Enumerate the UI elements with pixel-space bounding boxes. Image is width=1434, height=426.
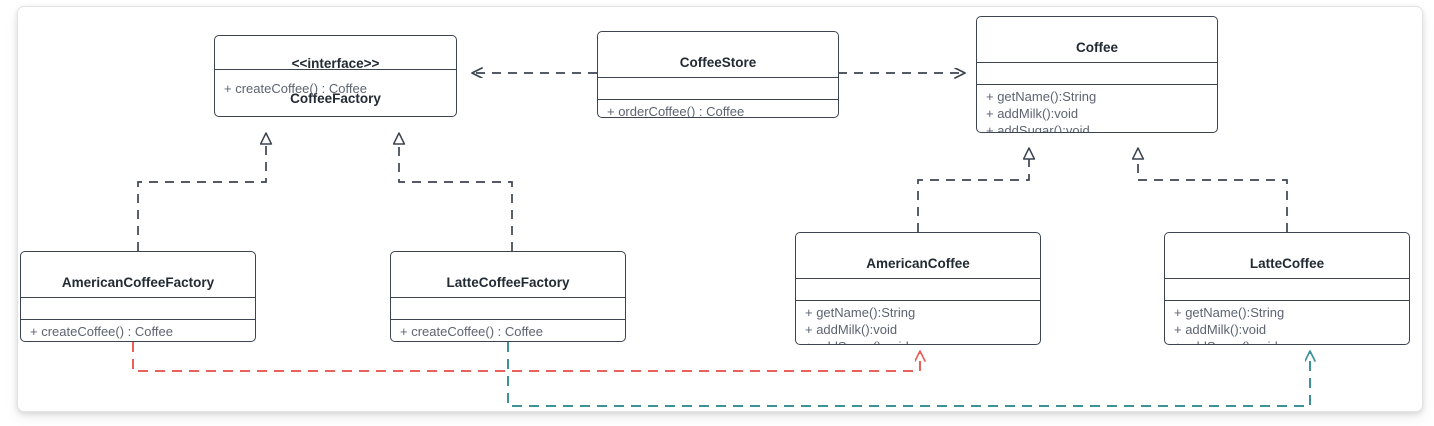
operation-add-sugar: + addSugar():void: [986, 123, 1090, 133]
class-title-latte-coffee: LatteCoffee: [1165, 233, 1409, 279]
class-box-coffee-store[interactable]: CoffeeStore + orderCoffee() : Coffee: [597, 31, 839, 118]
class-name-latte-coffee-factory: LatteCoffeeFactory: [446, 275, 570, 291]
class-box-latte-coffee[interactable]: LatteCoffee + getName():String + addMilk…: [1164, 232, 1410, 345]
operation-add-milk: + addMilk():void: [986, 105, 1079, 121]
operation-get-name-american: + getName():String: [805, 304, 916, 320]
class-stereotype-coffee-factory: <<interface>>: [291, 56, 380, 72]
class-operations-coffee-store: + orderCoffee() : Coffee: [598, 100, 838, 118]
class-box-coffee[interactable]: Coffee + getName():String + addMilk():vo…: [976, 16, 1218, 133]
class-operations-latte-coffee-factory: + createCoffee() : Coffee: [391, 320, 625, 341]
operation-add-sugar-american: + addSugar():void: [805, 338, 1040, 344]
class-name-coffee-factory: CoffeeFactory: [290, 90, 381, 106]
class-operations-coffee: + getName():String + addMilk():void + ad…: [977, 85, 1217, 133]
class-box-coffee-factory[interactable]: <<interface>> CoffeeFactory + createCoff…: [214, 35, 457, 117]
class-title-coffee-store: CoffeeStore: [598, 32, 838, 78]
class-attributes-american-coffee-factory: [21, 298, 255, 320]
class-name-coffee-store: CoffeeStore: [679, 55, 757, 71]
operation-add-milk-latte: + addMilk():void: [1174, 321, 1267, 337]
class-box-latte-coffee-factory[interactable]: LatteCoffeeFactory + createCoffee() : Co…: [390, 251, 626, 342]
class-attributes-coffee: [977, 63, 1217, 85]
class-operations-latte-coffee: + getName():String + addMilk():void + ad…: [1165, 301, 1409, 344]
class-operations-american-coffee: + getName():String + addMilk():void + ad…: [796, 301, 1040, 344]
class-name-latte-coffee: LatteCoffee: [1249, 256, 1325, 272]
class-attributes-latte-coffee: [1165, 279, 1409, 301]
class-attributes-coffee-store: [598, 78, 838, 100]
class-title-american-coffee-factory: AmericanCoffeeFactory: [21, 252, 255, 298]
class-title-coffee: Coffee: [977, 17, 1217, 63]
operation-get-name-latte: + getName():String: [1174, 304, 1285, 320]
operation-create-coffee: + createCoffee() : Coffee: [224, 81, 367, 96]
class-attributes-latte-coffee-factory: [391, 298, 625, 320]
class-title-coffee-factory: <<interface>> CoffeeFactory: [215, 36, 456, 106]
class-operations-american-coffee-factory: + createCoffee() : Coffee: [21, 320, 255, 341]
operation-add-sugar-latte: + addSugar():void: [1174, 338, 1409, 344]
class-name-american-coffee-factory: AmericanCoffeeFactory: [61, 275, 215, 291]
operation-create-coffee-latte: + createCoffee() : Coffee: [400, 323, 543, 339]
class-attributes-american-coffee: [796, 279, 1040, 301]
operation-order-coffee: + orderCoffee() : Coffee: [607, 103, 745, 118]
class-title-american-coffee: AmericanCoffee: [796, 233, 1040, 279]
class-box-american-coffee-factory[interactable]: AmericanCoffeeFactory + createCoffee() :…: [20, 251, 256, 342]
operation-create-coffee-american: + createCoffee() : Coffee: [30, 323, 173, 339]
class-box-american-coffee[interactable]: AmericanCoffee + getName():String + addM…: [795, 232, 1041, 345]
class-operations-coffee-factory: + createCoffee() : Coffee: [215, 70, 456, 101]
operation-get-name: + getName():String: [986, 88, 1097, 104]
class-title-latte-coffee-factory: LatteCoffeeFactory: [391, 252, 625, 298]
operation-add-milk-american: + addMilk():void: [805, 321, 898, 337]
class-name-american-coffee: AmericanCoffee: [866, 256, 970, 272]
class-name-coffee: Coffee: [1075, 40, 1118, 56]
